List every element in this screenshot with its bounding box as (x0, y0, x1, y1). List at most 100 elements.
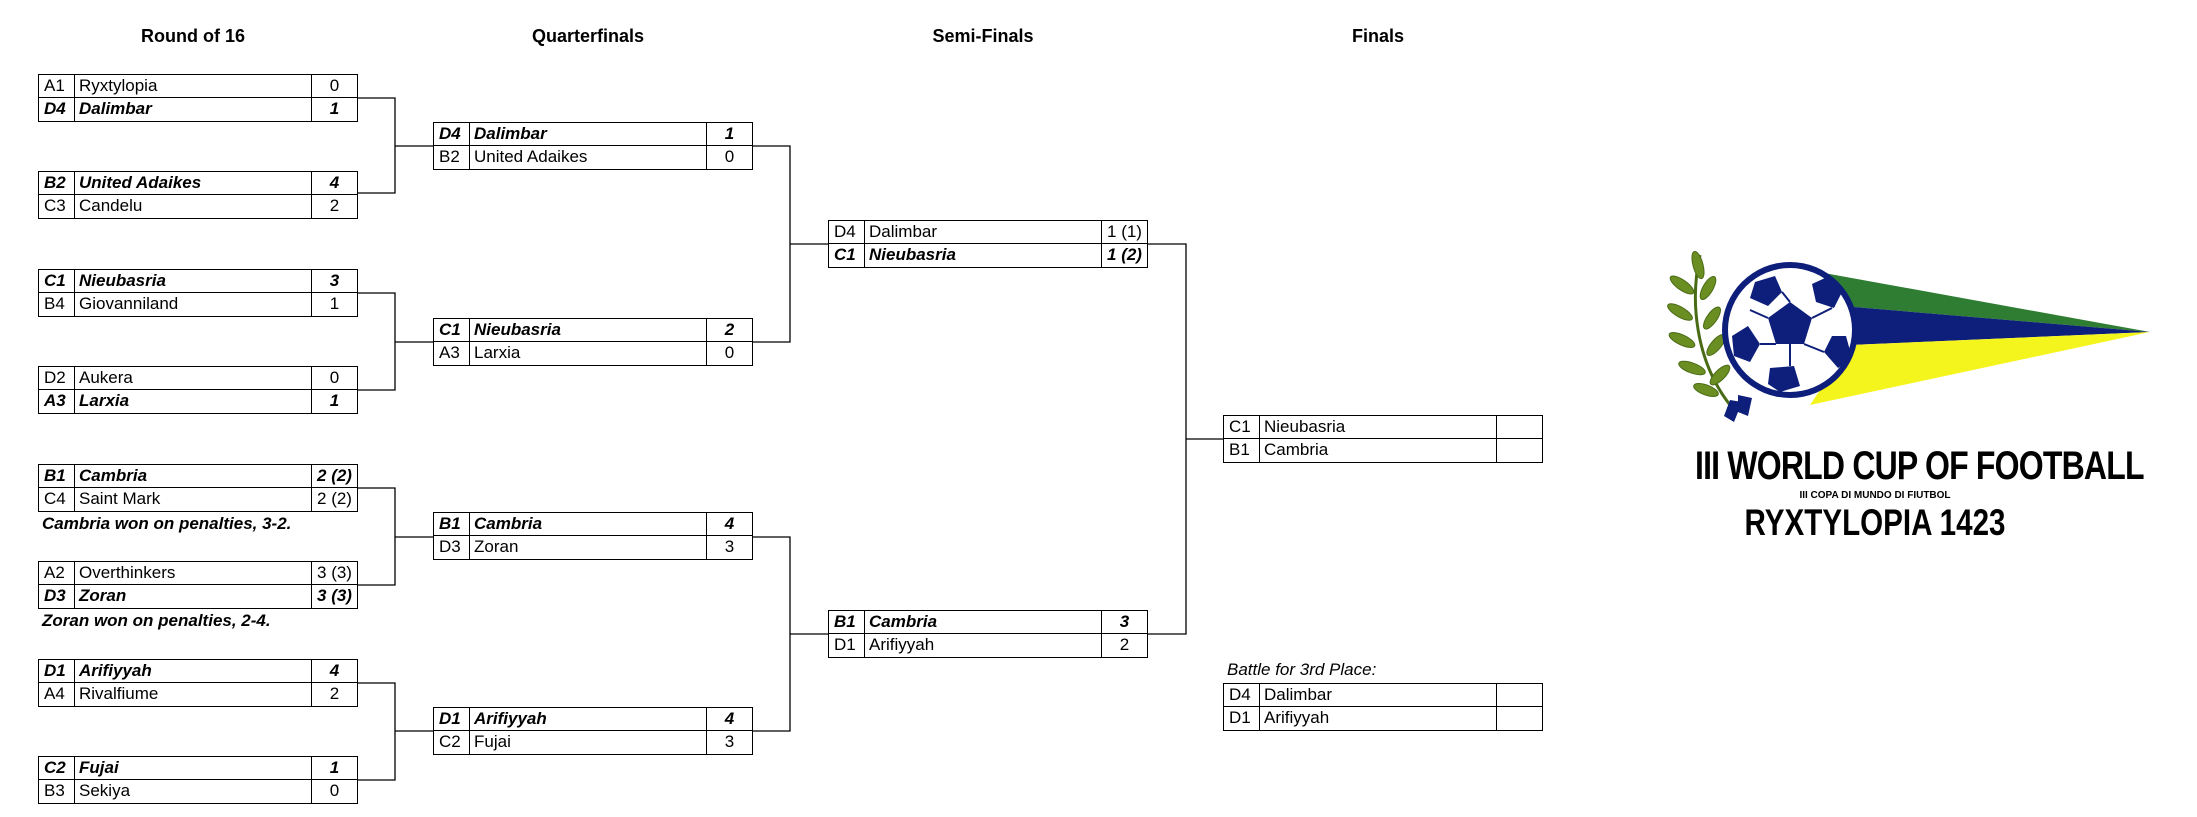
team-seed: C1 (829, 244, 865, 267)
team-seed: B1 (829, 611, 865, 633)
team-name: Dalimbar (79, 99, 152, 118)
team-row: C4 Saint Mark 2 (2) (38, 488, 358, 512)
team-score: 1 (311, 98, 357, 121)
team-seed: D4 (1224, 684, 1260, 706)
team-score: 0 (706, 342, 752, 365)
team-row-winner: D3 Zoran 3 (3) (38, 585, 358, 609)
team-row: A2 Overthinkers 3 (3) (38, 561, 358, 585)
team-name: Cambria (869, 612, 938, 631)
team-row-winner: C1 Nieubasria 1 (2) (828, 244, 1148, 268)
team-name: Aukera (79, 368, 133, 387)
team-seed: B1 (434, 513, 470, 535)
team-seed: D1 (434, 708, 470, 730)
team-name: Nieubasria (869, 245, 956, 264)
team-seed: C4 (39, 488, 75, 511)
team-seed: D1 (39, 660, 75, 682)
team-row: C3 Candelu 2 (38, 195, 358, 219)
team-name: Dalimbar (869, 222, 938, 241)
team-seed: C1 (434, 319, 470, 341)
team-score: 0 (311, 367, 357, 389)
pennant-yellow (1810, 332, 2150, 405)
team-name: Nieubasria (1264, 417, 1346, 436)
team-seed: C3 (39, 195, 75, 218)
team-score: 3 (706, 731, 752, 754)
team-row: B3 Sekiya 0 (38, 780, 358, 804)
team-seed: C2 (434, 731, 470, 754)
pennant-green (1780, 265, 2150, 332)
team-name: Nieubasria (79, 271, 166, 290)
team-row-winner: C1 Nieubasria 3 (38, 269, 358, 293)
team-seed: B1 (1224, 439, 1260, 462)
team-name: United Adaikes (79, 173, 202, 192)
team-row-winner: B2 United Adaikes 4 (38, 171, 358, 195)
team-seed: A4 (39, 683, 75, 706)
round-header-sf: Semi-Finals (932, 26, 1034, 46)
team-score: 1 (311, 293, 357, 316)
team-seed: A3 (39, 390, 75, 413)
team-name: Nieubasria (474, 320, 561, 339)
team-row: D2 Aukera 0 (38, 366, 358, 390)
team-row: D3 Zoran 3 (433, 536, 753, 560)
team-name: Arifiyyah (1264, 708, 1330, 727)
team-score: 3 (311, 270, 357, 292)
team-name: Cambria (79, 466, 148, 485)
team-score: 2 (2) (311, 488, 357, 511)
team-row: D1 Arifiyyah 2 (828, 634, 1148, 658)
team-row: A4 Rivalfiume 2 (38, 683, 358, 707)
round-header-qf: Quarterfinals (531, 26, 645, 46)
team-name: Cambria (474, 514, 543, 533)
team-row: B1 Cambria (1223, 439, 1543, 463)
team-row-winner: B1 Cambria 3 (828, 610, 1148, 634)
team-score (1496, 707, 1542, 730)
team-name: Arifiyyah (869, 635, 935, 654)
team-score (1496, 439, 1542, 462)
team-row: B4 Giovanniland 1 (38, 293, 358, 317)
team-name: Sekiya (79, 781, 131, 800)
team-score: 4 (311, 660, 357, 682)
team-name: Fujai (79, 758, 119, 777)
team-seed: D4 (39, 98, 75, 121)
team-score: 1 (2) (1101, 244, 1147, 267)
team-row-winner: C2 Fujai 1 (38, 756, 358, 780)
team-row: D4 Dalimbar 1 (1) (828, 220, 1148, 244)
team-seed: B2 (434, 146, 470, 169)
team-name: Giovanniland (79, 294, 179, 313)
team-name: Cambria (1264, 440, 1329, 459)
team-seed: A2 (39, 562, 75, 584)
team-row-winner: B1 Cambria 4 (433, 512, 753, 536)
team-score: 0 (311, 75, 357, 97)
team-row-winner: D4 Dalimbar 1 (38, 98, 358, 122)
team-score: 4 (311, 172, 357, 194)
football-ball (1722, 262, 1858, 398)
team-score: 3 (3) (311, 562, 357, 584)
team-name: Larxia (79, 391, 130, 410)
team-score: 3 (706, 536, 752, 559)
team-score: 3 (3) (311, 585, 357, 608)
team-seed: B2 (39, 172, 75, 194)
team-score: 1 (311, 757, 357, 779)
pennant-navy (1830, 305, 2150, 345)
team-seed: B3 (39, 780, 75, 803)
team-name: Candelu (79, 196, 143, 215)
team-row: B2 United Adaikes 0 (433, 146, 753, 170)
team-seed: B4 (39, 293, 75, 316)
team-seed: D4 (434, 123, 470, 145)
team-score: 1 (1) (1101, 221, 1147, 243)
round-header-r16: Round of 16 (141, 26, 245, 46)
team-score: 2 (311, 683, 357, 706)
team-score: 2 (2) (311, 465, 357, 487)
team-seed: D3 (434, 536, 470, 559)
team-score: 3 (1101, 611, 1147, 633)
team-score: 4 (706, 708, 752, 730)
team-seed: D1 (829, 634, 865, 657)
team-row: C1 Nieubasria (1223, 415, 1543, 439)
team-name: United Adaikes (474, 147, 588, 166)
team-row: A3 Larxia 0 (433, 342, 753, 366)
team-name: Zoran (474, 537, 519, 556)
team-name: Arifiyyah (79, 661, 152, 680)
team-seed: C1 (39, 270, 75, 292)
team-row-winner: A3 Larxia 1 (38, 390, 358, 414)
team-seed: A3 (434, 342, 470, 365)
team-name: Dalimbar (474, 124, 547, 143)
penalty-note: Zoran won on penalties, 2-4. (42, 611, 271, 630)
